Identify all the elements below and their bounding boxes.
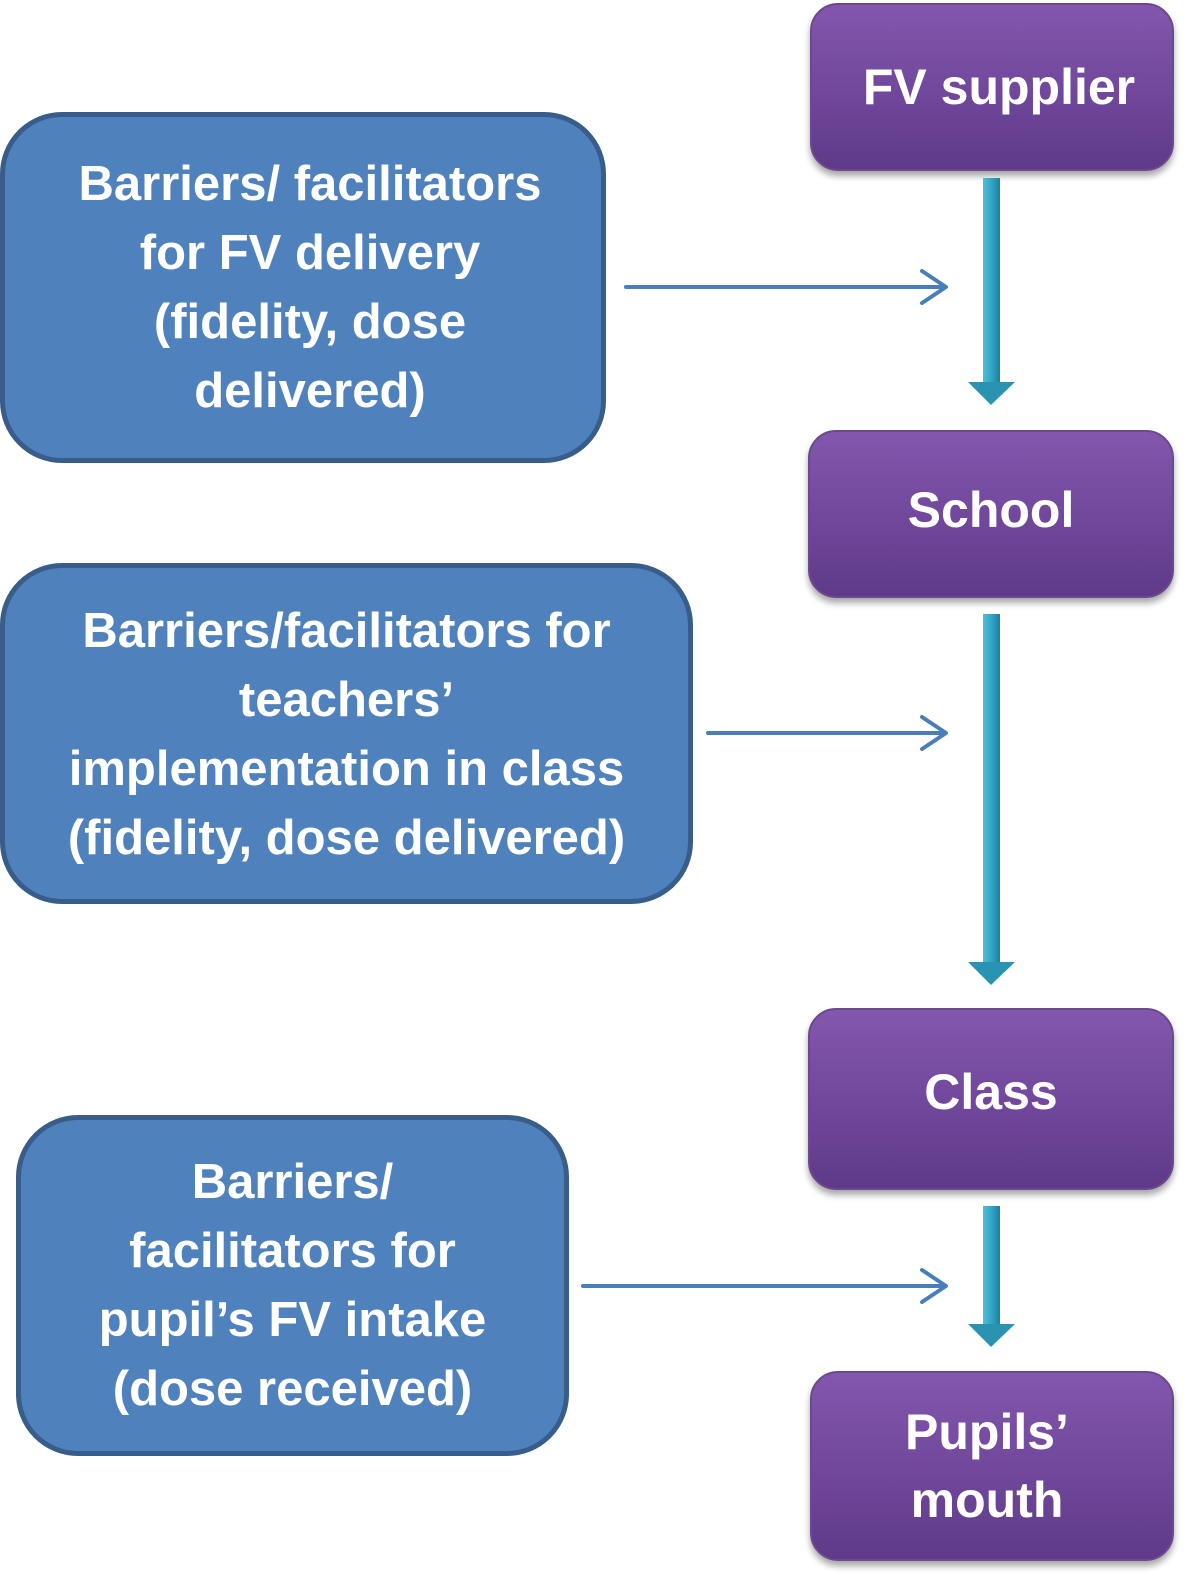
pointer-arrow-teachers-implementation	[706, 715, 948, 751]
flow-arrow-class-to-pupils	[968, 1206, 1015, 1347]
factor-box-pupil-intake-label: Barriers/ facilitators for pupil’s FV in…	[98, 1154, 487, 1416]
node-pupils-mouth: Pupils’ mouth	[810, 1371, 1174, 1561]
node-school-label: School	[907, 482, 1075, 538]
factor-box-pupil-intake: Barriers/ facilitators for pupil’s FV in…	[16, 1115, 569, 1456]
factor-box-fv-delivery-label: Barriers/ facilitators for FV delivery (…	[78, 156, 542, 418]
factor-box-teachers-implementation: Barriers/facilitators for teachers’ impl…	[0, 563, 693, 904]
factor-box-teachers-implementation-label: Barriers/facilitators for teachers’ impl…	[67, 603, 626, 865]
flow-arrow-supplier-to-school	[968, 178, 1015, 405]
pointer-arrow-fv-delivery	[624, 269, 948, 305]
node-fv-supplier: FV supplier	[810, 3, 1174, 171]
pointer-arrow-pupil-intake	[581, 1268, 948, 1304]
node-school: School	[808, 430, 1174, 598]
node-pupils-mouth-label: Pupils’ mouth	[905, 1404, 1069, 1528]
flow-arrow-school-to-class	[968, 614, 1015, 985]
factor-box-fv-delivery: Barriers/ facilitators for FV delivery (…	[0, 112, 606, 463]
node-class-label: Class	[924, 1064, 1058, 1120]
node-class: Class	[808, 1008, 1174, 1190]
node-fv-supplier-label: FV supplier	[862, 59, 1136, 115]
